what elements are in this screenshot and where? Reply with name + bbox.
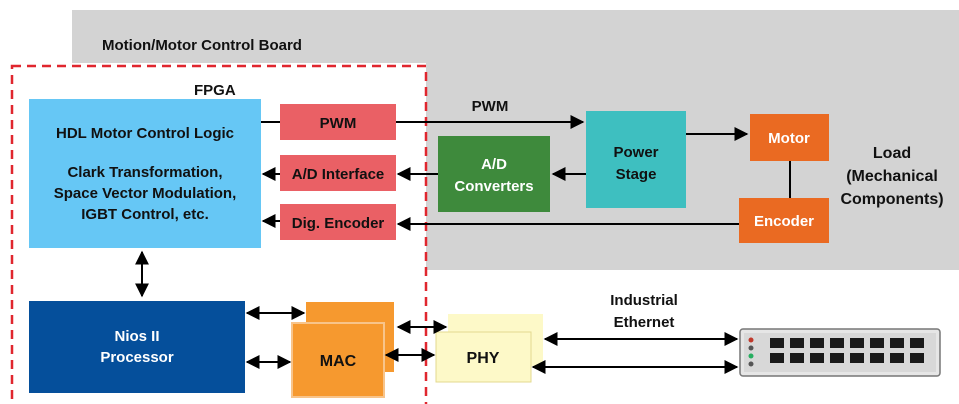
- switch-port: [830, 353, 844, 363]
- hdl-logic-line-2: Space Vector Modulation,: [54, 185, 237, 202]
- nios-ii-processor-block: [29, 301, 245, 393]
- ad-interface-block: [280, 155, 396, 191]
- motor-block: [750, 114, 829, 161]
- motor-label: Motor: [768, 130, 810, 147]
- encoder-block: [739, 198, 829, 243]
- network-label-1: Industrial: [610, 292, 678, 309]
- power-stage-label-2: Stage: [616, 166, 657, 183]
- ad-converters-label-2: Converters: [454, 178, 533, 195]
- switch-port: [770, 353, 784, 363]
- board-title: Motion/Motor Control Board: [102, 37, 302, 54]
- switch-port: [850, 338, 864, 348]
- switch-port: [890, 338, 904, 348]
- ad-interface-label: A/D Interface: [292, 166, 385, 183]
- switch-port: [830, 338, 844, 348]
- dig-encoder-block: [280, 204, 396, 240]
- mac-label: MAC: [320, 353, 357, 370]
- pwm-block-label: PWM: [320, 115, 357, 132]
- fpga-title: FPGA: [194, 82, 236, 99]
- switch-port: [870, 338, 884, 348]
- switch-port: [850, 353, 864, 363]
- load-label-1: Load: [873, 145, 911, 162]
- hdl-motor-control-logic-box: [29, 99, 261, 248]
- load-label-2: (Mechanical: [846, 168, 938, 185]
- switch-port: [810, 353, 824, 363]
- load-label-3: Components): [840, 191, 943, 208]
- power-stage-block: [586, 111, 686, 208]
- ad-converters-block: [438, 136, 550, 212]
- dig-encoder-label: Dig. Encoder: [292, 215, 385, 232]
- switch-port: [790, 338, 804, 348]
- pwm-block: [280, 104, 396, 140]
- switch-port: [890, 353, 904, 363]
- nios-label-2: Processor: [100, 349, 174, 366]
- hdl-logic-title: HDL Motor Control Logic: [56, 125, 234, 142]
- nios-label-1: Nios II: [114, 328, 159, 345]
- hdl-logic-line-3: IGBT Control, etc.: [81, 206, 209, 223]
- hdl-logic-line-1: Clark Transformation,: [67, 164, 222, 181]
- switch-port: [790, 353, 804, 363]
- phy-block: [435, 331, 532, 383]
- ethernet-switch-icon: [739, 328, 941, 377]
- switch-port: [770, 338, 784, 348]
- phy-label: PHY: [467, 350, 500, 367]
- pwm-signal-label: PWM: [472, 98, 509, 115]
- switch-port: [910, 353, 924, 363]
- network-label-2: Ethernet: [614, 314, 675, 331]
- switch-port: [910, 338, 924, 348]
- ad-converters-label-1: A/D: [481, 156, 507, 173]
- switch-port: [870, 353, 884, 363]
- switch-port: [810, 338, 824, 348]
- mac-block: [291, 322, 385, 398]
- power-stage-label-1: Power: [613, 144, 658, 161]
- encoder-label: Encoder: [754, 213, 814, 230]
